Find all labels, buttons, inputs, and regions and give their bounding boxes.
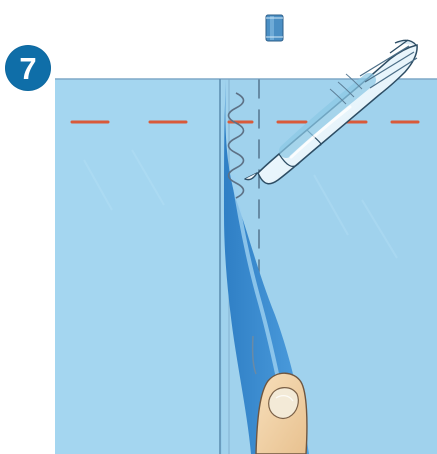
left-fabric-panel: [55, 79, 220, 454]
bottle-cap-icon: [266, 15, 283, 41]
step-number-badge: 7: [5, 45, 51, 91]
